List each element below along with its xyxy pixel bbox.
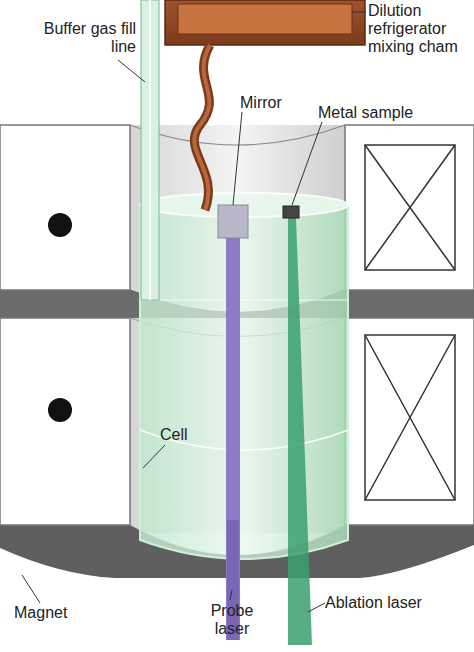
part-label: Mirror bbox=[240, 94, 310, 112]
fill-line-tube bbox=[141, 0, 159, 300]
part-label: Metal sample bbox=[318, 104, 438, 122]
ablation-laser-beam bbox=[288, 218, 312, 645]
part-label: Cell bbox=[160, 426, 220, 444]
part-label: Ablation laser bbox=[325, 594, 465, 612]
part-label: Dilution refrigerator mixing cham bbox=[368, 2, 474, 56]
part-label: Probe laser bbox=[200, 602, 264, 638]
part-label: Buffer gas fill line bbox=[16, 20, 136, 56]
part-label: Magnet bbox=[14, 604, 94, 622]
probe-laser-beam bbox=[226, 238, 240, 640]
leader-lines bbox=[22, 12, 366, 612]
cell-cylinder bbox=[140, 193, 348, 559]
metal-sample bbox=[283, 206, 299, 218]
mirror-block bbox=[218, 205, 248, 238]
